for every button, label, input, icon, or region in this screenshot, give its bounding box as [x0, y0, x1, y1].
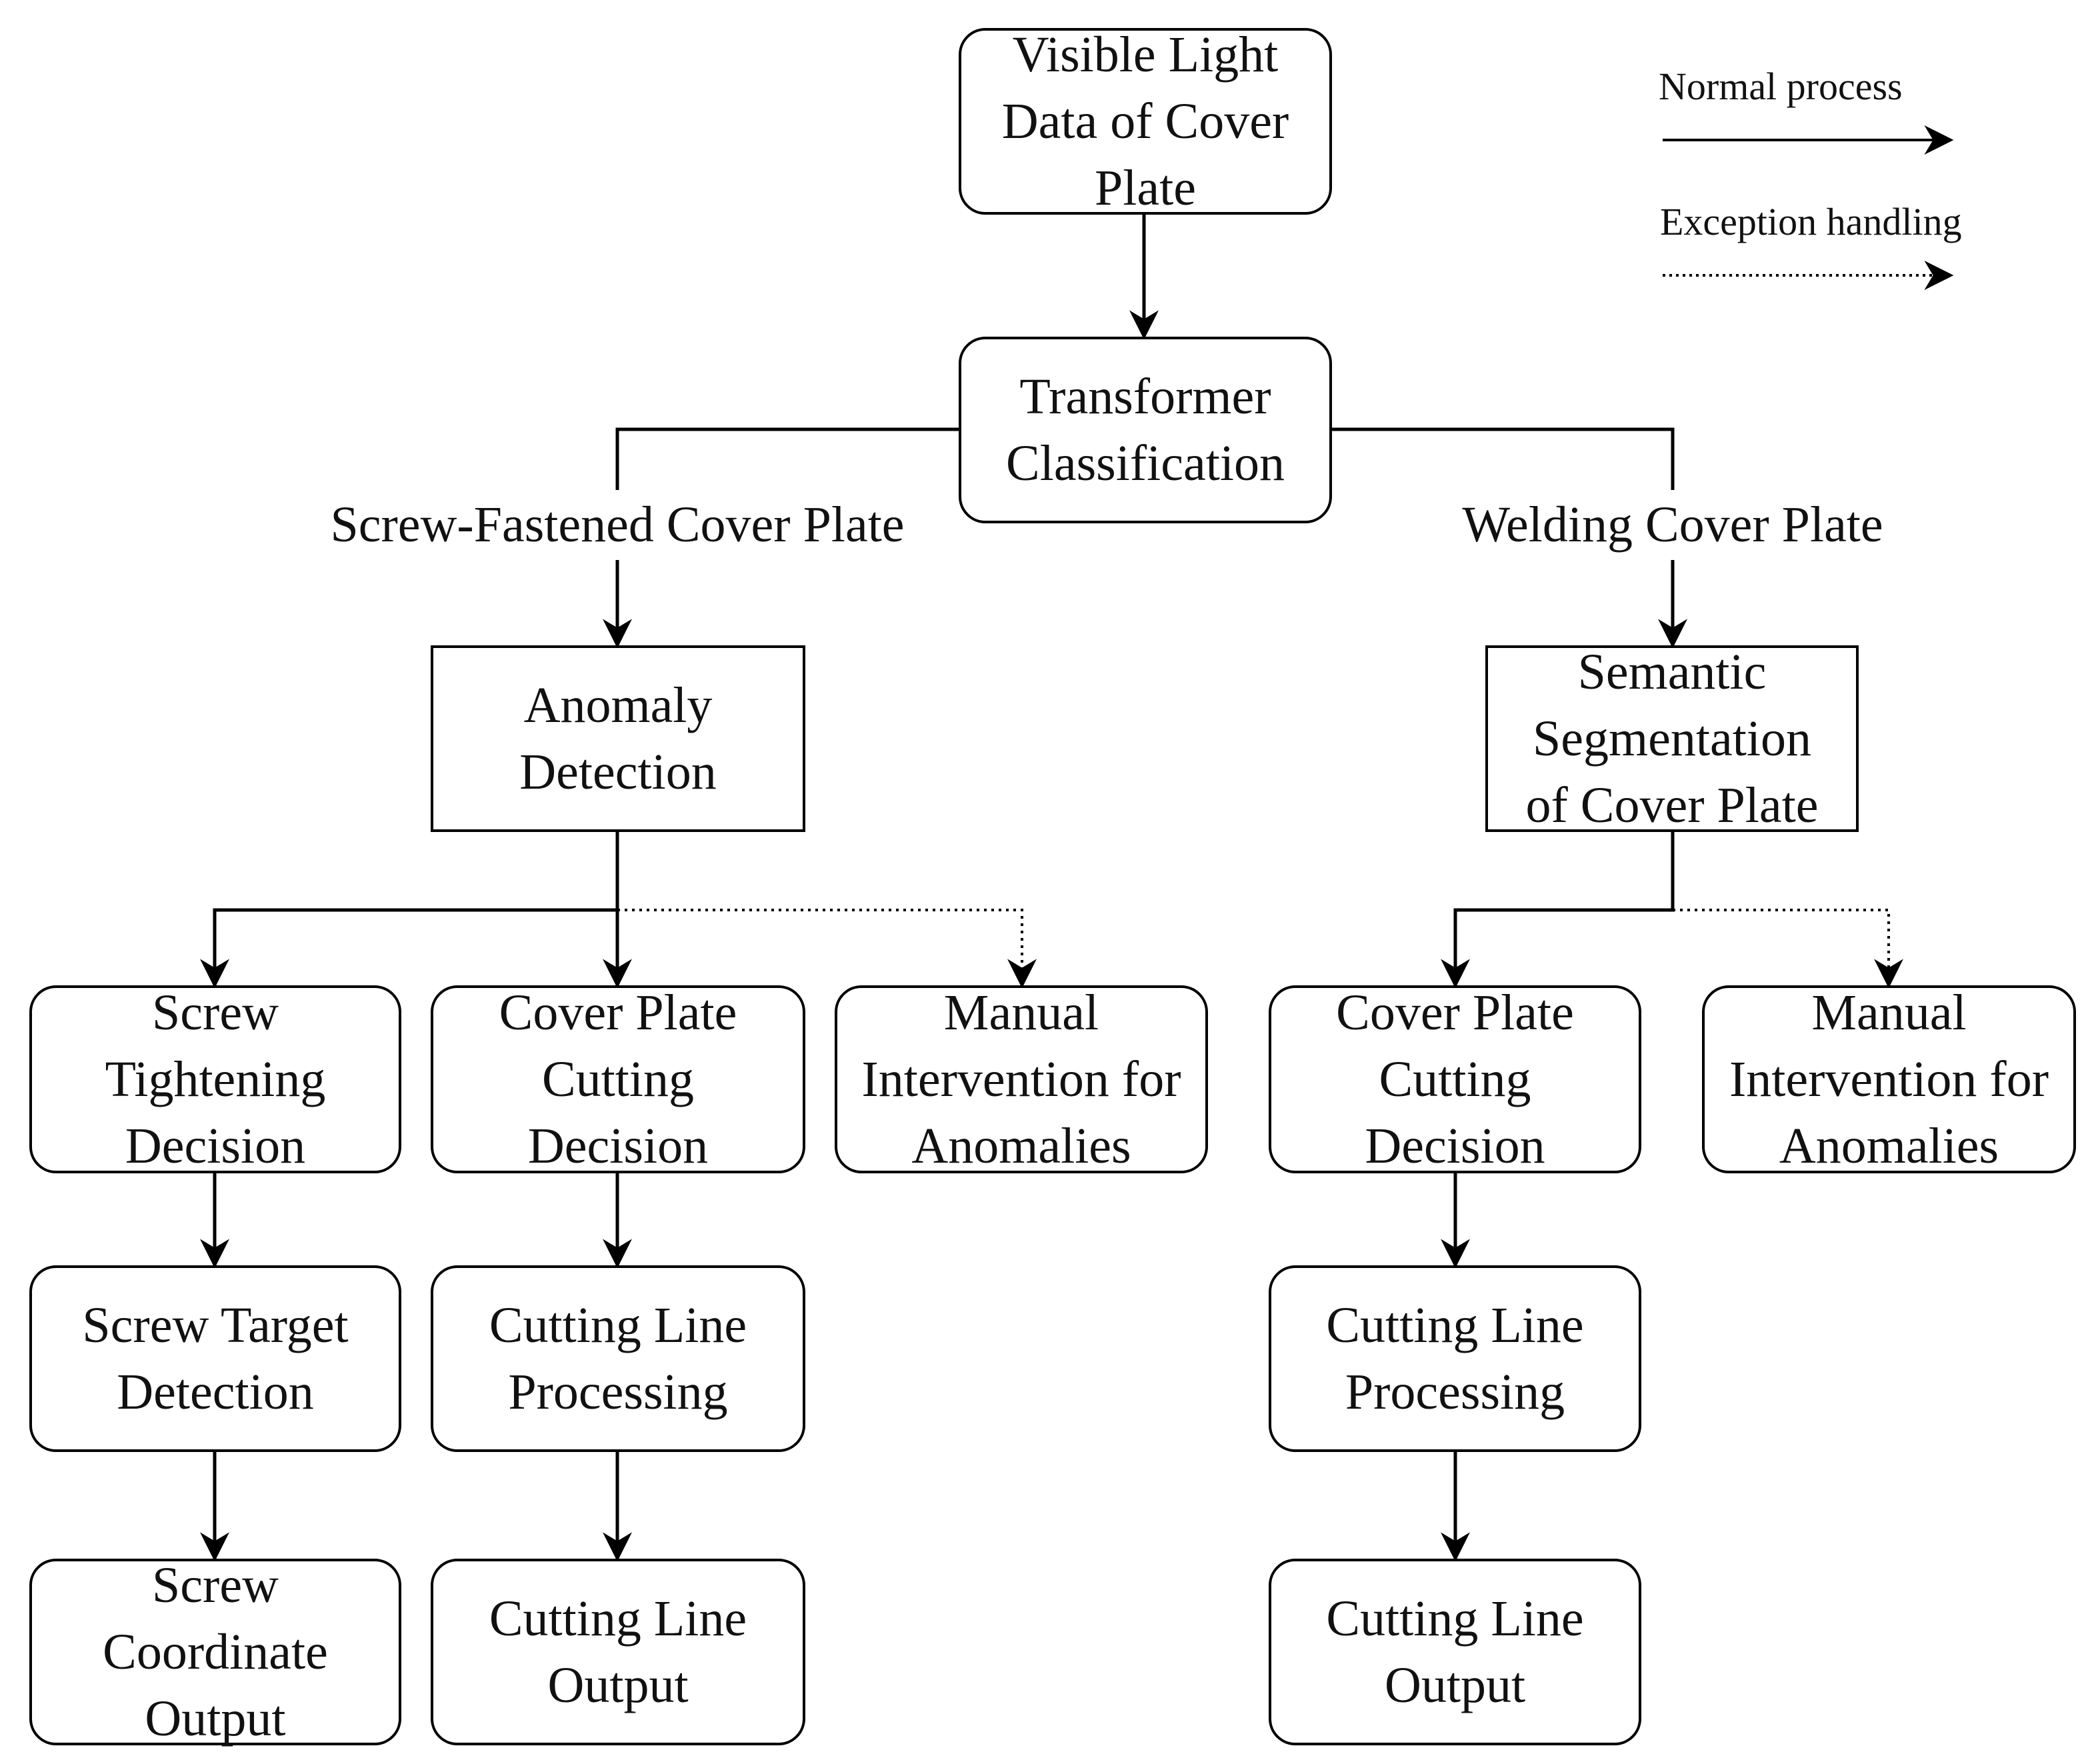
branch-label-welding: Welding Cover Plate [1462, 497, 1883, 553]
node-transformer-classification: Transformer Classification [959, 337, 1332, 523]
node-cover-plate-cutting-decision-right: Cover Plate Cutting Decision [1269, 985, 1641, 1174]
node-semantic-segmentation: Semantic Segmentation of Cover Plate [1485, 644, 1859, 833]
node-manual-intervention-right: Manual Intervention for Anomalies [1702, 985, 2076, 1174]
line-segmentation-down [1441, 832, 1675, 989]
arrow-anomaly-to-manual-left [617, 909, 1037, 989]
node-cover-plate-cutting-decision-left: Cover Plate Cutting Decision [431, 985, 805, 1174]
branch-label-screw-fastened: Screw-Fastened Cover Plate [330, 497, 905, 553]
line-transformer-to-welding-branch [1331, 427, 1675, 490]
arrow-segmentation-to-manual-right [1673, 909, 1903, 989]
node-screw-coordinate-output: Screw Coordinate Output [29, 1557, 401, 1747]
node-cutting-line-output-left: Cutting Line Output [431, 1559, 805, 1745]
node-cutting-line-output-right: Cutting Line Output [1269, 1559, 1641, 1745]
node-cutting-line-processing-left: Cutting Line Processing [431, 1265, 805, 1452]
node-manual-intervention-left: Manual Intervention for Anomalies [835, 985, 1208, 1174]
node-screw-target-detection: Screw Target Detection [29, 1265, 401, 1452]
legend-normal-label: Normal process [1659, 65, 1903, 108]
node-visible-light-data: Visible Light Data of Cover Plate [959, 27, 1332, 216]
arrow-anomaly-to-screw-tightening [200, 908, 617, 989]
line-transformer-to-screw-branch [615, 427, 959, 490]
node-cutting-line-processing-right: Cutting Line Processing [1269, 1265, 1641, 1452]
node-screw-tightening-decision: Screw Tightening Decision [29, 985, 401, 1174]
node-anomaly-detection: Anomaly Detection [431, 645, 805, 832]
legend-exception-label: Exception handling [1660, 200, 1962, 243]
